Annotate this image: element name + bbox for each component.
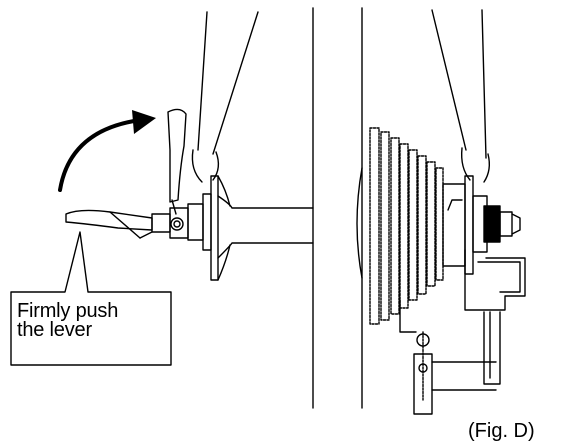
- rear-derailleur: [399, 199, 526, 415]
- cassette: [369, 127, 444, 325]
- callout-box: [10, 231, 172, 366]
- callout-line-1: Firmly push: [17, 300, 119, 322]
- right-fork-blade-inner: [481, 9, 487, 159]
- motion-arrow: [58, 118, 142, 192]
- lever-closed-position: [167, 108, 187, 203]
- right-fork-blade-outer: [431, 9, 467, 151]
- left-fork-view: [10, 7, 314, 409]
- right-fork-view: [356, 7, 526, 415]
- left-fork-blade-outer: [197, 11, 208, 151]
- left-fork-dropout: [191, 149, 220, 183]
- left-fork-blade-inner: [212, 11, 259, 155]
- left-hub: [187, 175, 314, 281]
- figure-label: (Fig. D): [468, 420, 535, 442]
- callout-text: Firmly push the lever: [17, 300, 177, 341]
- callout-line-2: the lever: [17, 319, 92, 341]
- right-fork-dropout: [460, 147, 491, 183]
- left-lever-nut: [151, 207, 189, 239]
- lever-open-position: [65, 209, 153, 231]
- right-axle-nut: [483, 205, 521, 243]
